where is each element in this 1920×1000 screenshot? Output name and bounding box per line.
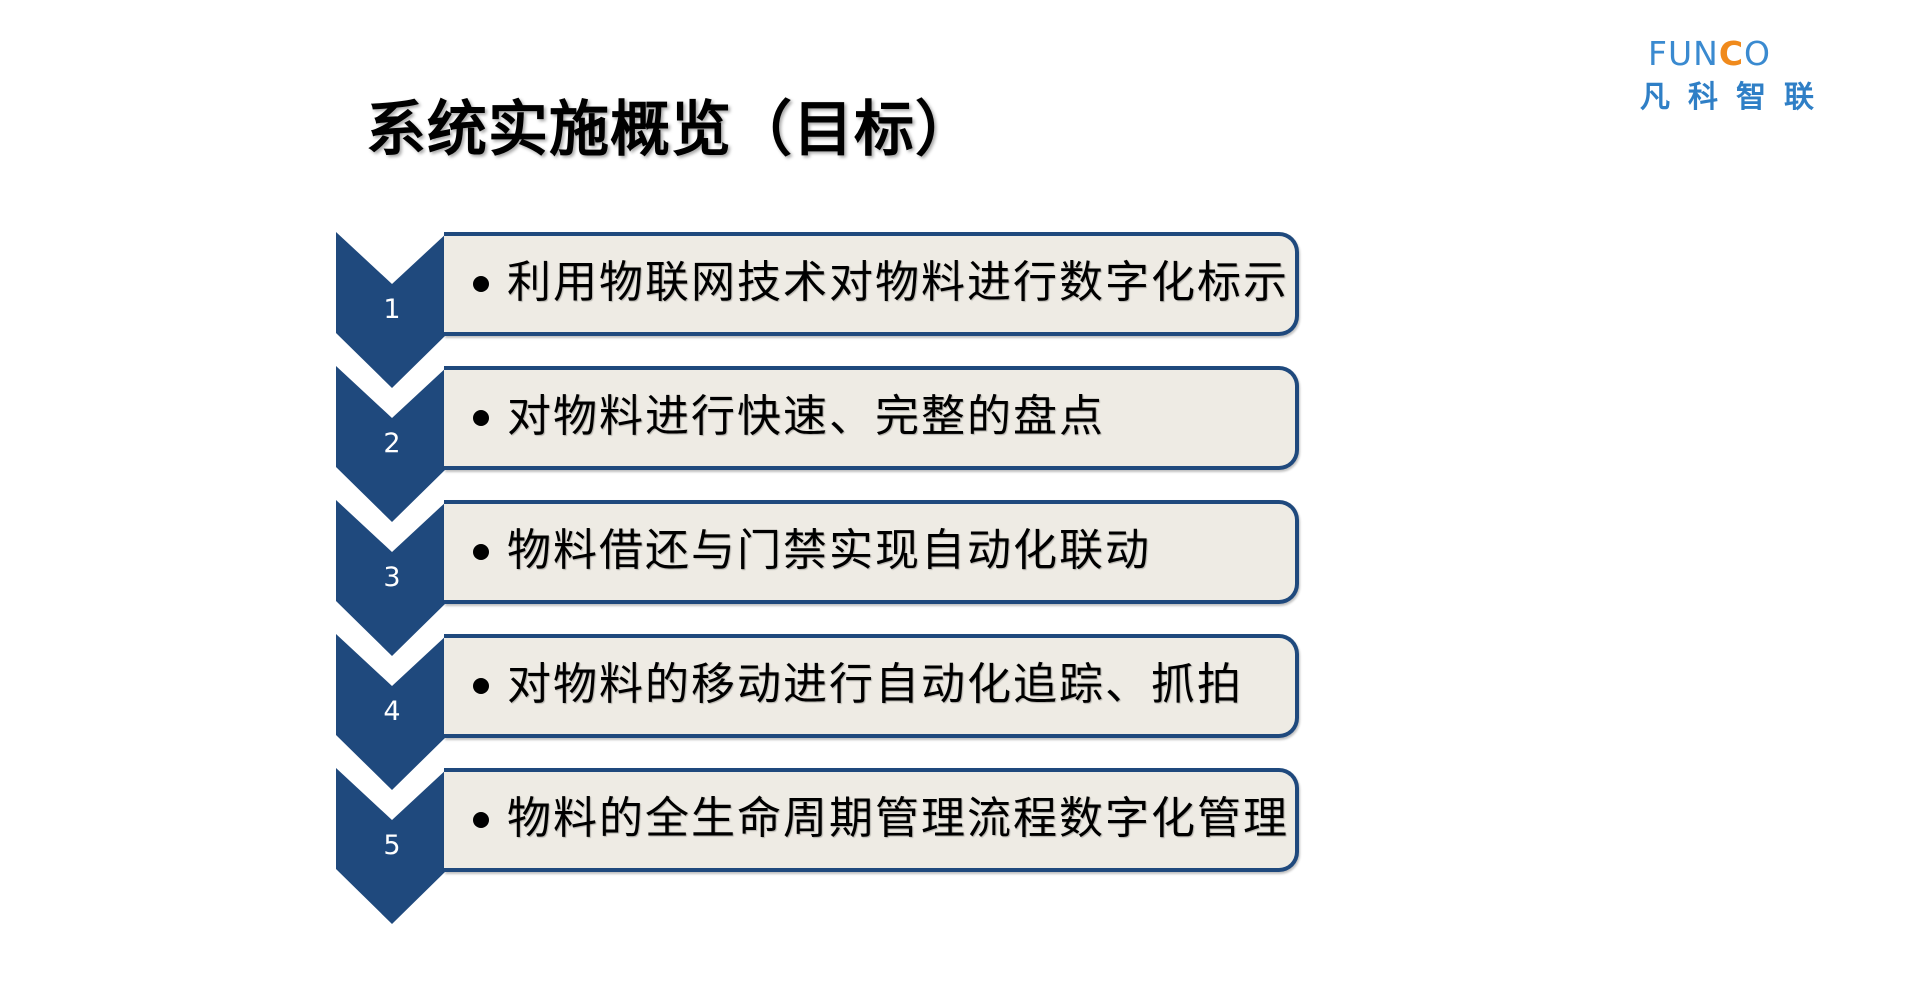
step-row-1: 1 利用物联网技术对物料进行数字化标示 [0, 232, 1920, 392]
slide-title: 系统实施概览（目标） [366, 95, 976, 165]
step-number: 3 [383, 562, 401, 593]
step-text: 利用物联网技术对物料进行数字化标示 [507, 257, 1289, 308]
step-box [444, 634, 1299, 738]
chevron-down-icon [336, 500, 448, 656]
step-text: 物料的全生命周期管理流程数字化管理 [507, 793, 1289, 844]
funco-logo: FUNCO 凡科智联 [1640, 36, 1840, 120]
bullet-icon [473, 276, 489, 292]
chevron-down-icon [336, 634, 448, 790]
step-text: 对物料进行快速、完整的盘点 [507, 391, 1105, 442]
step-text: 物料借还与门禁实现自动化联动 [507, 525, 1151, 576]
logo-wordmark: FUNCO [1648, 36, 1771, 72]
logo-wordmark-prefix: FUN [1648, 34, 1719, 73]
chevron-down-icon [336, 232, 448, 388]
step-box [444, 500, 1299, 604]
step-box [444, 768, 1299, 872]
step-number: 4 [383, 696, 401, 727]
step-row-4: 4 对物料的移动进行自动化追踪、抓拍 [0, 634, 1920, 794]
step-row-5: 5 物料的全生命周期管理流程数字化管理 [0, 768, 1920, 928]
logo-wordmark-suffix: O [1744, 34, 1772, 73]
step-row-2: 2 对物料进行快速、完整的盘点 [0, 366, 1920, 526]
step-number: 1 [383, 294, 401, 325]
logo-chinese-name: 凡科智联 [1640, 80, 1832, 115]
bullet-icon [473, 410, 489, 426]
step-text: 对物料的移动进行自动化追踪、抓拍 [507, 659, 1243, 710]
step-number: 2 [383, 428, 401, 459]
chevron-down-icon [336, 366, 448, 522]
bullet-icon [473, 544, 489, 560]
step-row-3: 3 物料借还与门禁实现自动化联动 [0, 500, 1920, 660]
step-box [444, 366, 1299, 470]
bullet-icon [473, 678, 489, 694]
chevron-down-icon [336, 768, 448, 924]
step-box [444, 232, 1299, 336]
step-number: 5 [383, 830, 401, 861]
logo-wordmark-accent: C [1718, 34, 1745, 73]
bullet-icon [473, 812, 489, 828]
